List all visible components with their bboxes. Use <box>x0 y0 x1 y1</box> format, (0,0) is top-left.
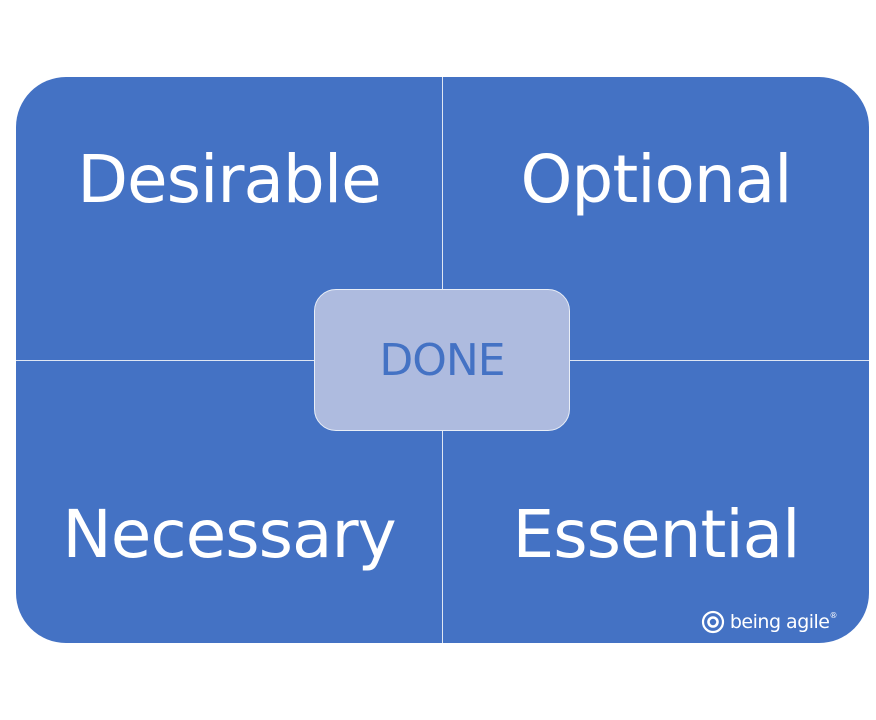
center-done-box: DONE <box>314 289 570 431</box>
center-label: DONE <box>379 334 505 386</box>
circle-target-icon <box>701 610 724 634</box>
quadrant-necessary: Necessary <box>62 496 396 573</box>
quadrant-desirable: Desirable <box>77 141 382 218</box>
quadrant-essential: Essential <box>512 496 801 573</box>
quadrant-optional: Optional <box>520 141 792 218</box>
quadrant-board: Desirable Optional Necessary Essential D… <box>16 77 869 643</box>
brand-name: being agile® <box>729 611 838 633</box>
brand-logo: being agile® <box>701 610 837 634</box>
